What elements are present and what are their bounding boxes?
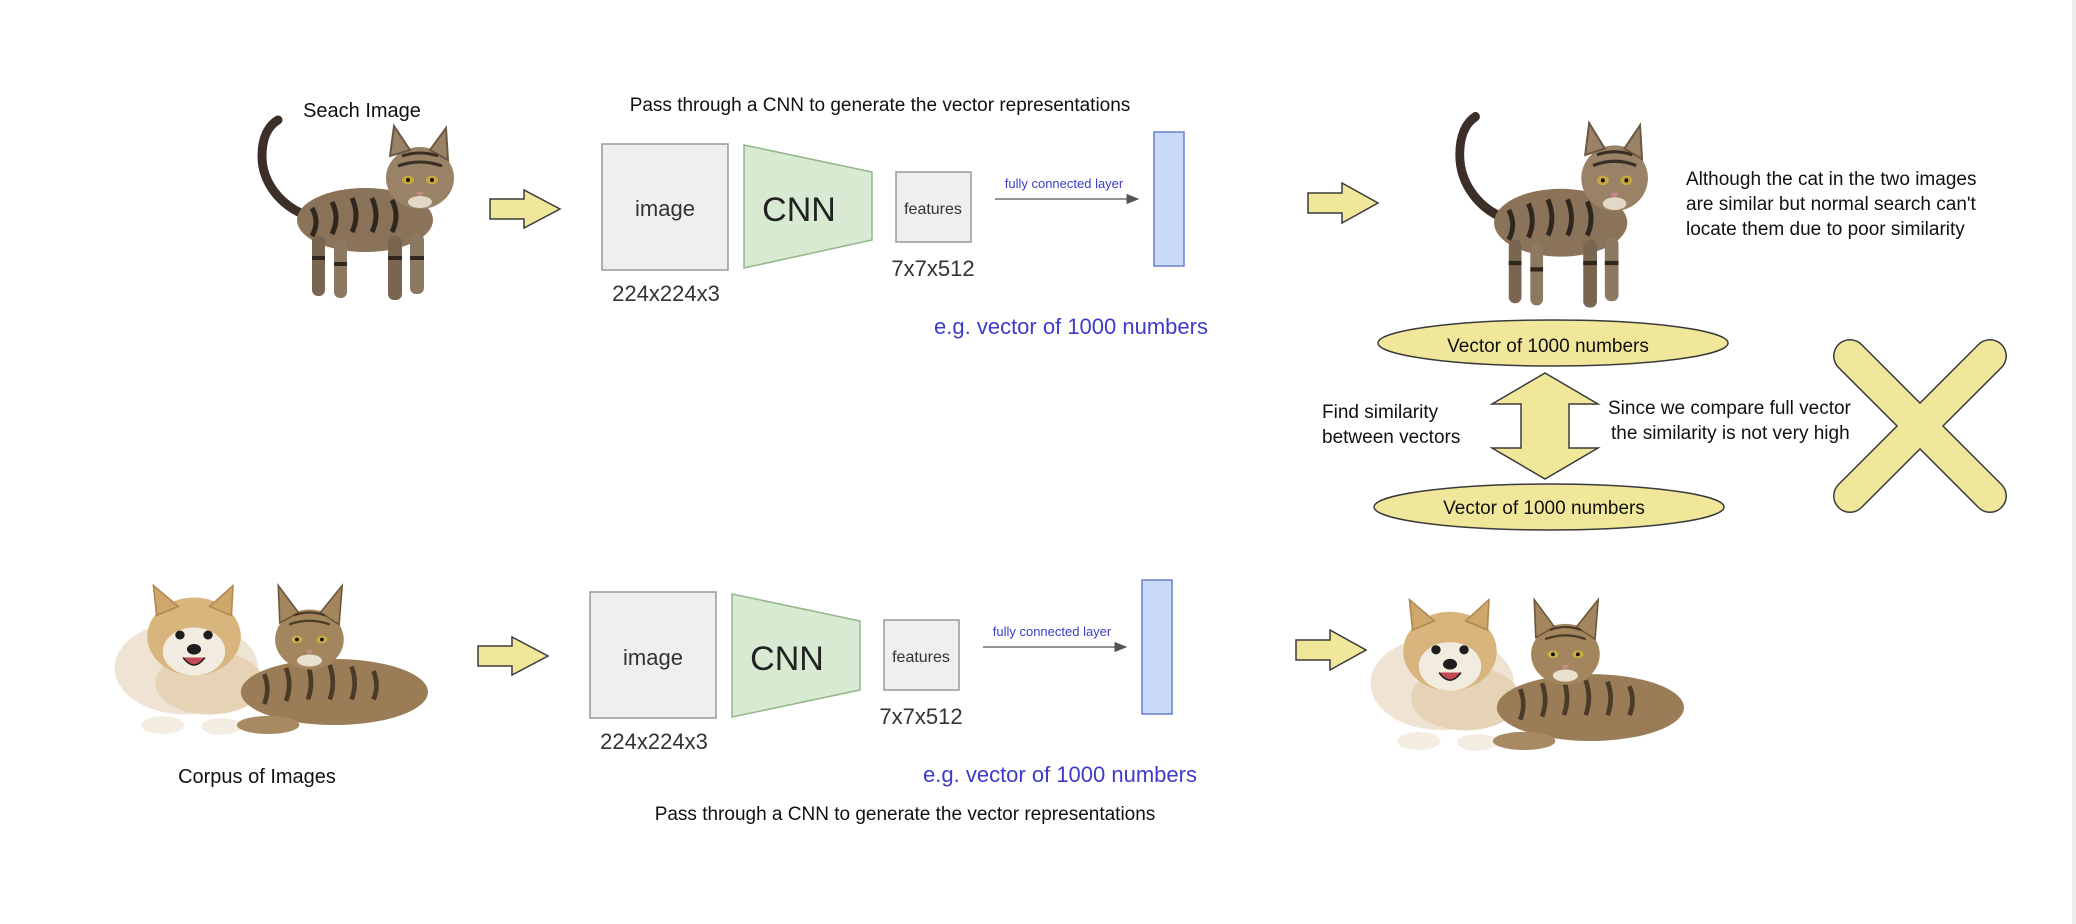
- cnn-label: CNN: [762, 191, 836, 229]
- image-input-box: [601, 143, 729, 271]
- corpus-label: Corpus of Images: [178, 766, 336, 788]
- arrow-right-icon: [477, 635, 550, 677]
- features-box: [895, 171, 972, 243]
- arrow-right-icon: [1295, 628, 1368, 672]
- vector-pill-top: [1377, 319, 1729, 367]
- features-box-label: features: [892, 649, 950, 666]
- features-box: [883, 619, 960, 691]
- features-dims-label: 7x7x512: [879, 704, 962, 729]
- cat-similarity-note: Although the cat in the two images are s…: [1686, 169, 1982, 240]
- image-input-box: [589, 591, 717, 719]
- full-vector-note: Since we compare full vector the similar…: [1608, 398, 1856, 444]
- vector-caption: e.g. vector of 1000 numbers: [923, 762, 1197, 787]
- pipeline-caption: Pass through a CNN to generate the vecto…: [655, 804, 1156, 825]
- cnn-block: [731, 593, 861, 718]
- cnn-label: CNN: [750, 640, 824, 678]
- output-vector-bar: [1153, 131, 1185, 267]
- find-similarity-label: Find similarity between vectors: [1322, 402, 1460, 448]
- search-image-label: Seach Image: [303, 100, 421, 122]
- image-dims-label: 224x224x3: [612, 281, 720, 306]
- cross-mark-icon: [1833, 339, 2007, 513]
- vector-pill-top-label: Vector of 1000 numbers: [1447, 336, 1649, 357]
- image-box-label: image: [635, 196, 695, 221]
- result-cat-image: [1460, 117, 1648, 308]
- features-box-label: features: [904, 201, 962, 218]
- right-edge-divider: [2072, 0, 2076, 924]
- cnn-block: [743, 144, 873, 269]
- image-dims-label: 224x224x3: [600, 729, 708, 754]
- vector-caption: e.g. vector of 1000 numbers: [934, 314, 1208, 339]
- output-vector-bar: [1141, 579, 1173, 715]
- corpus-dog-cat-image: [114, 586, 428, 735]
- vector-pill-bottom-label: Vector of 1000 numbers: [1443, 498, 1645, 519]
- fc-layer-label: fully connected layer: [1005, 176, 1124, 191]
- result-dog-cat-image: [1370, 600, 1684, 751]
- double-arrow-icon: [1489, 372, 1601, 480]
- search-cat-image: [262, 120, 454, 300]
- arrow-right-icon: [1307, 181, 1380, 225]
- fc-layer-label: fully connected layer: [993, 624, 1112, 639]
- arrow-right-icon: [489, 188, 562, 230]
- vector-pill-bottom: [1373, 483, 1725, 531]
- features-dims-label: 7x7x512: [891, 256, 974, 281]
- image-box-label: image: [623, 645, 683, 670]
- pipeline-caption: Pass through a CNN to generate the vecto…: [630, 95, 1131, 116]
